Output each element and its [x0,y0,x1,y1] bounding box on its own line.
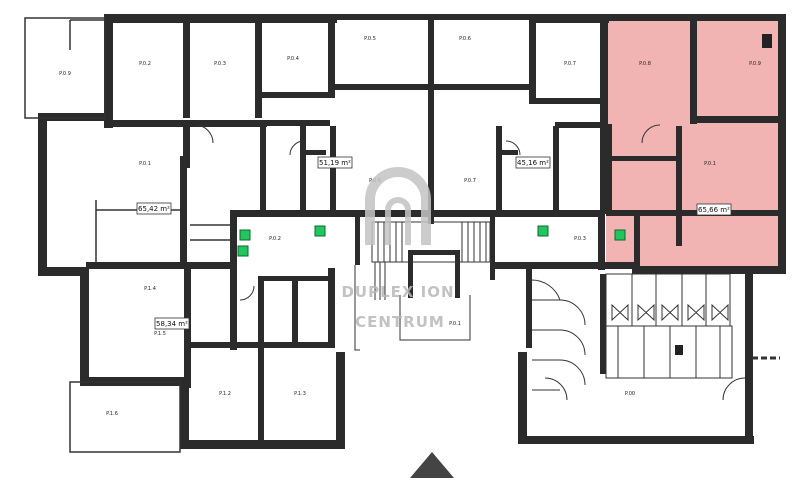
marker-square [762,34,772,48]
svg-text:P.0.6: P.0.6 [459,36,471,42]
area-box-2: 51,19 m² [317,156,353,169]
svg-text:P.0.1: P.0.1 [139,161,151,167]
area-box-4: 65,66 m² [696,203,732,216]
watermark-line1: DUPLEX ION [341,283,454,301]
svg-text:P.0.2: P.0.2 [269,236,281,242]
svg-text:P.0.3: P.0.3 [214,61,226,67]
svg-text:P.1.3: P.1.3 [294,391,306,397]
svg-text:P.1.6: P.1.6 [106,411,118,417]
svg-text:P.1.4: P.1.4 [144,286,156,292]
area-label-5: 58,34 m² [156,320,188,328]
svg-text:P.0.4: P.0.4 [287,56,299,62]
area-label-2: 51,19 m² [319,159,351,167]
area-boxes: 65,42 m² 51,19 m² 45,16 m² 65,66 m² 58,3… [136,156,732,330]
svg-text:P.0.1: P.0.1 [704,161,716,167]
svg-text:P.0.3: P.0.3 [574,236,586,242]
area-label-1: 65,42 m² [138,205,170,213]
svg-text:P.00: P.00 [625,391,635,397]
exterior-walls [38,14,786,449]
area-box-3: 45,16 m² [515,156,551,169]
shaft-markers [237,225,626,257]
watermark: DUPLEX ION CENTRUM [341,167,454,331]
room-labels: P.0.9 P.0.2 P.0.3 P.0.4 P.0.5 P.0.6 P.0.… [59,36,761,417]
area-label-4: 65,66 m² [698,206,730,214]
area-box-5: 58,34 m² [154,317,190,330]
watermark-line2: CENTRUM [355,313,445,331]
area-box-1: 65,42 m² [136,202,172,215]
svg-text:P.0.2: P.0.2 [139,61,151,67]
svg-text:P.0.9: P.0.9 [59,71,71,77]
marker-square [675,345,683,355]
svg-text:P.1.5: P.1.5 [154,331,166,337]
svg-text:P.0.7: P.0.7 [564,61,576,67]
area-label-3: 45,16 m² [517,159,549,167]
svg-text:P.0.7: P.0.7 [464,178,476,184]
highlighted-apartment [606,16,778,267]
svg-text:P.0.8: P.0.8 [639,61,651,67]
svg-text:P.1.2: P.1.2 [219,391,231,397]
svg-text:P.0.5: P.0.5 [364,36,376,42]
svg-text:P.0.1: P.0.1 [449,321,461,327]
interior-walls [86,14,786,442]
entrance-arrow-icon [410,452,454,478]
svg-text:P.0.9: P.0.9 [749,61,761,67]
